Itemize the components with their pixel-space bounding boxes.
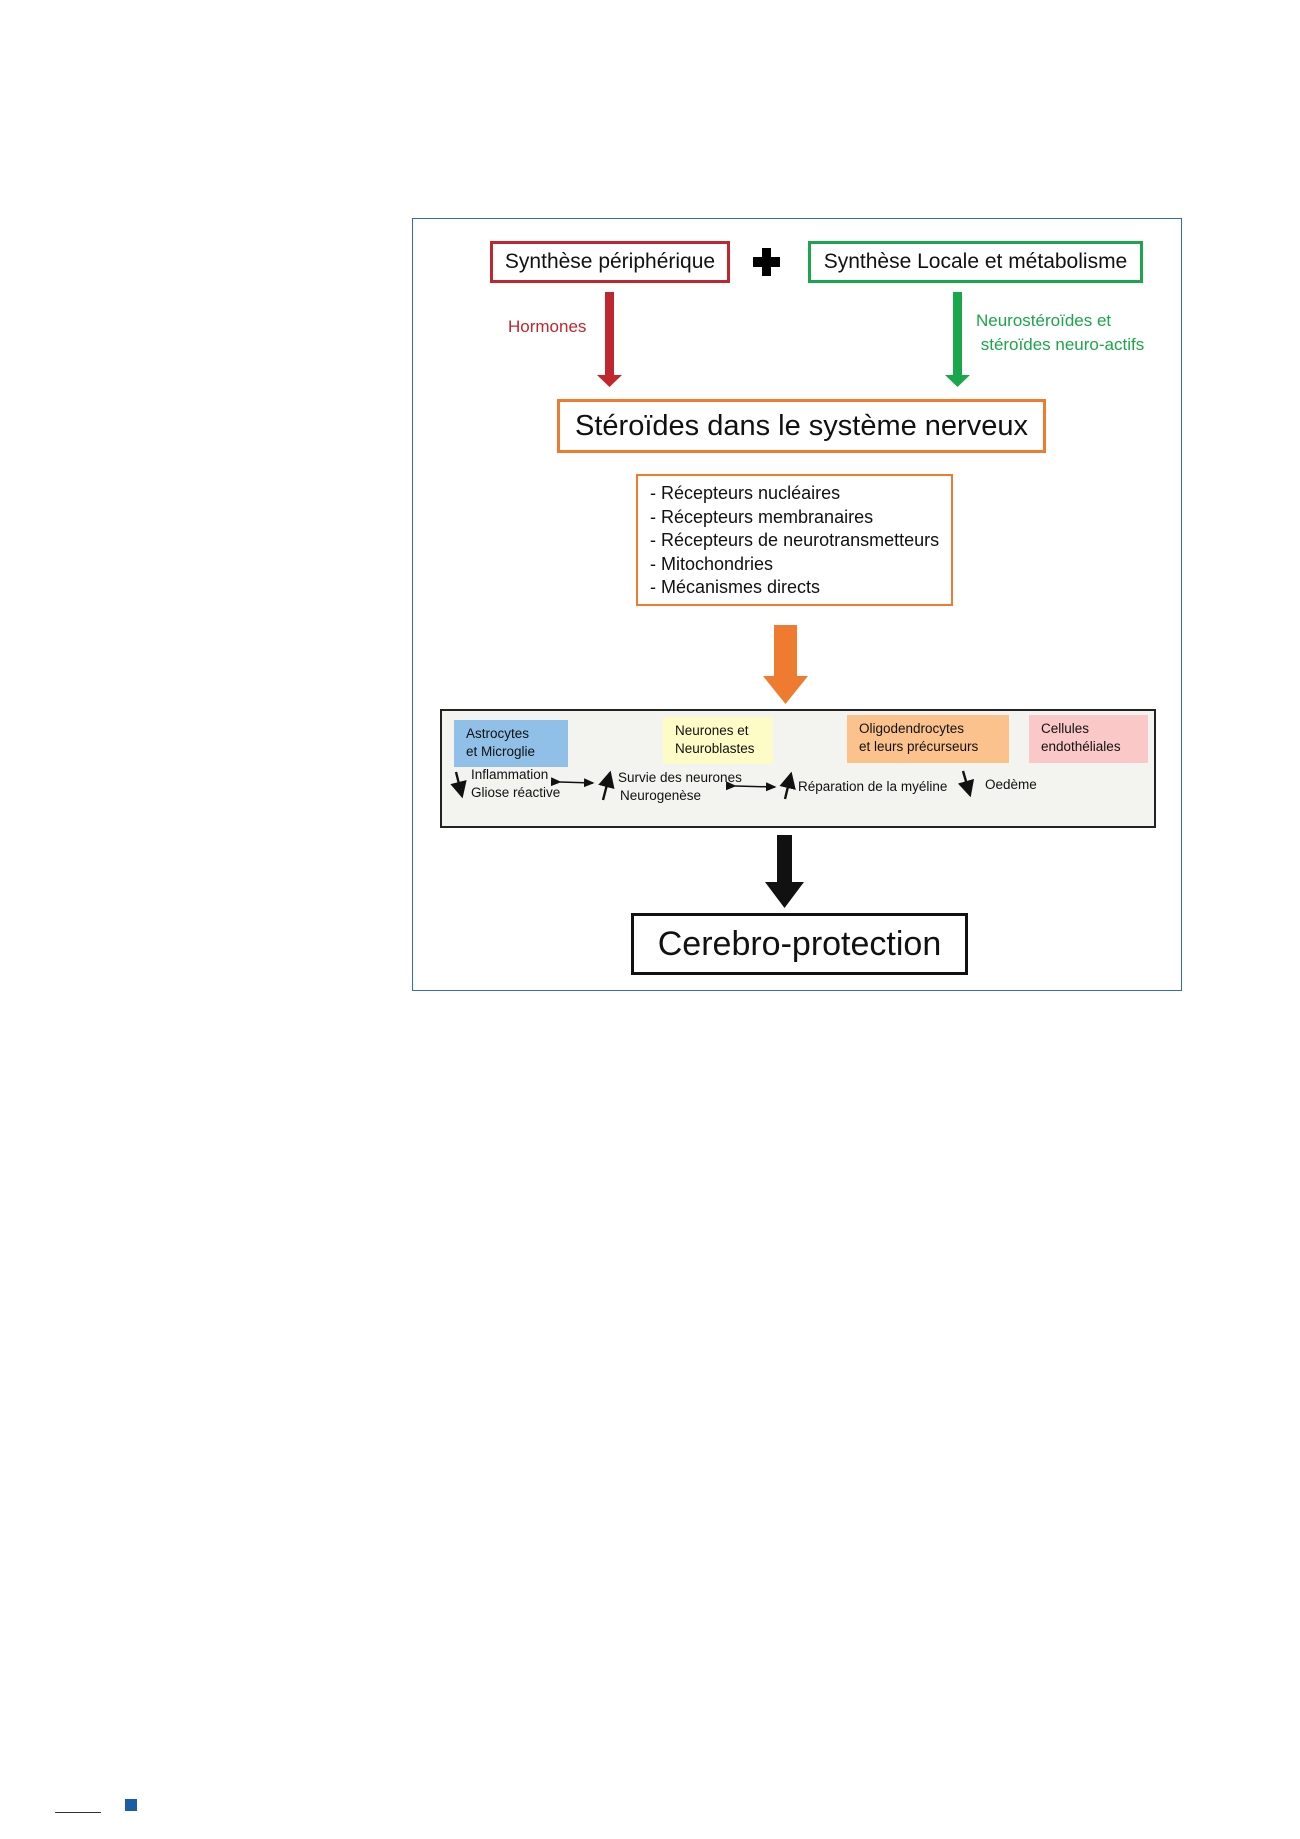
cell-type-line: et Microglie [466, 743, 536, 759]
cell-type-line: Neurones et [675, 723, 749, 738]
cell-type-line: Cellules [1041, 721, 1090, 736]
mechanism-item: - Mécanismes directs [650, 577, 821, 597]
footer-rule [55, 1812, 101, 1813]
plus-icon [753, 248, 780, 276]
cell-type-line: Neuroblastes [675, 740, 755, 756]
decrease-arrow-icon [957, 770, 975, 798]
astrocytes-microglia-label: Astrocytes et Microglie [454, 720, 568, 767]
endo-effect: Oedème [985, 777, 1037, 792]
red-down-arrow [597, 292, 622, 387]
neurons-neuroblasts-label: Neurones et Neuroblastes [663, 717, 773, 764]
effect-line: Gliose réactive [471, 785, 561, 800]
footer-square-icon [125, 1799, 137, 1811]
decrease-arrow-icon [450, 771, 467, 799]
astro-effect: Inflammation Gliose réactive [471, 766, 560, 802]
increase-arrow-icon [598, 770, 615, 801]
mechanism-item: - Récepteurs nucléaires [650, 483, 841, 503]
mechanisms-box: - Récepteurs nucléaires - Récepteurs mem… [636, 474, 953, 606]
cerebro-protection-box: Cerebro-protection [631, 913, 968, 975]
cell-type-line: endothéliales [1041, 738, 1121, 754]
mechanism-item: - Mitochondries [650, 553, 774, 574]
neurosteroids-label-line-1: Neurostéroïdes et [976, 311, 1112, 330]
local-synthesis-box: Synthèse Locale et métabolisme [808, 241, 1143, 283]
neurosteroids-label: Neurostéroïdes et stéroïdes neuro-actifs [976, 309, 1144, 357]
peripheral-synthesis-box: Synthèse périphérique [490, 241, 730, 283]
endothelial-cells-label: Cellules endothéliales [1029, 715, 1148, 763]
cell-type-line: et leurs précurseurs [859, 738, 979, 754]
neurosteroids-label-line-2: stéroïdes neuro-actifs [976, 335, 1145, 354]
cell-type-line: Oligodendrocytes [859, 721, 965, 736]
orange-down-arrow [763, 625, 808, 704]
oligodendrocytes-label: Oligodendrocytes et leurs précurseurs [847, 715, 1009, 763]
cell-effects-panel: Astrocytes et Microglie Neurones et Neur… [440, 709, 1156, 828]
steroids-nervous-system-box: Stéroïdes dans le système nerveux [557, 399, 1046, 453]
effect-line: Survie des neurones [618, 770, 742, 785]
bidirectional-arrow-icon [550, 777, 595, 788]
effect-arrows [450, 770, 975, 801]
effect-line: Neurogenèse [620, 788, 702, 803]
effect-line: Inflammation [471, 767, 549, 782]
mechanism-item: - Récepteurs membranaires [650, 506, 874, 527]
hormones-label: Hormones [508, 317, 587, 336]
black-down-arrow [765, 835, 804, 908]
bidirectional-arrow-icon [725, 781, 777, 792]
increase-arrow-icon [779, 771, 796, 800]
mechanism-item: - Récepteurs de neurotransmetteurs [650, 530, 940, 550]
cell-type-line: Astrocytes [466, 726, 530, 741]
green-down-arrow [945, 292, 970, 387]
diagram-frame: Synthèse périphérique Synthèse Locale et… [412, 218, 1182, 991]
oligo-effect: Réparation de la myéline [798, 779, 948, 794]
neuro-effect: Survie des neurones Neurogenèse [618, 769, 742, 805]
